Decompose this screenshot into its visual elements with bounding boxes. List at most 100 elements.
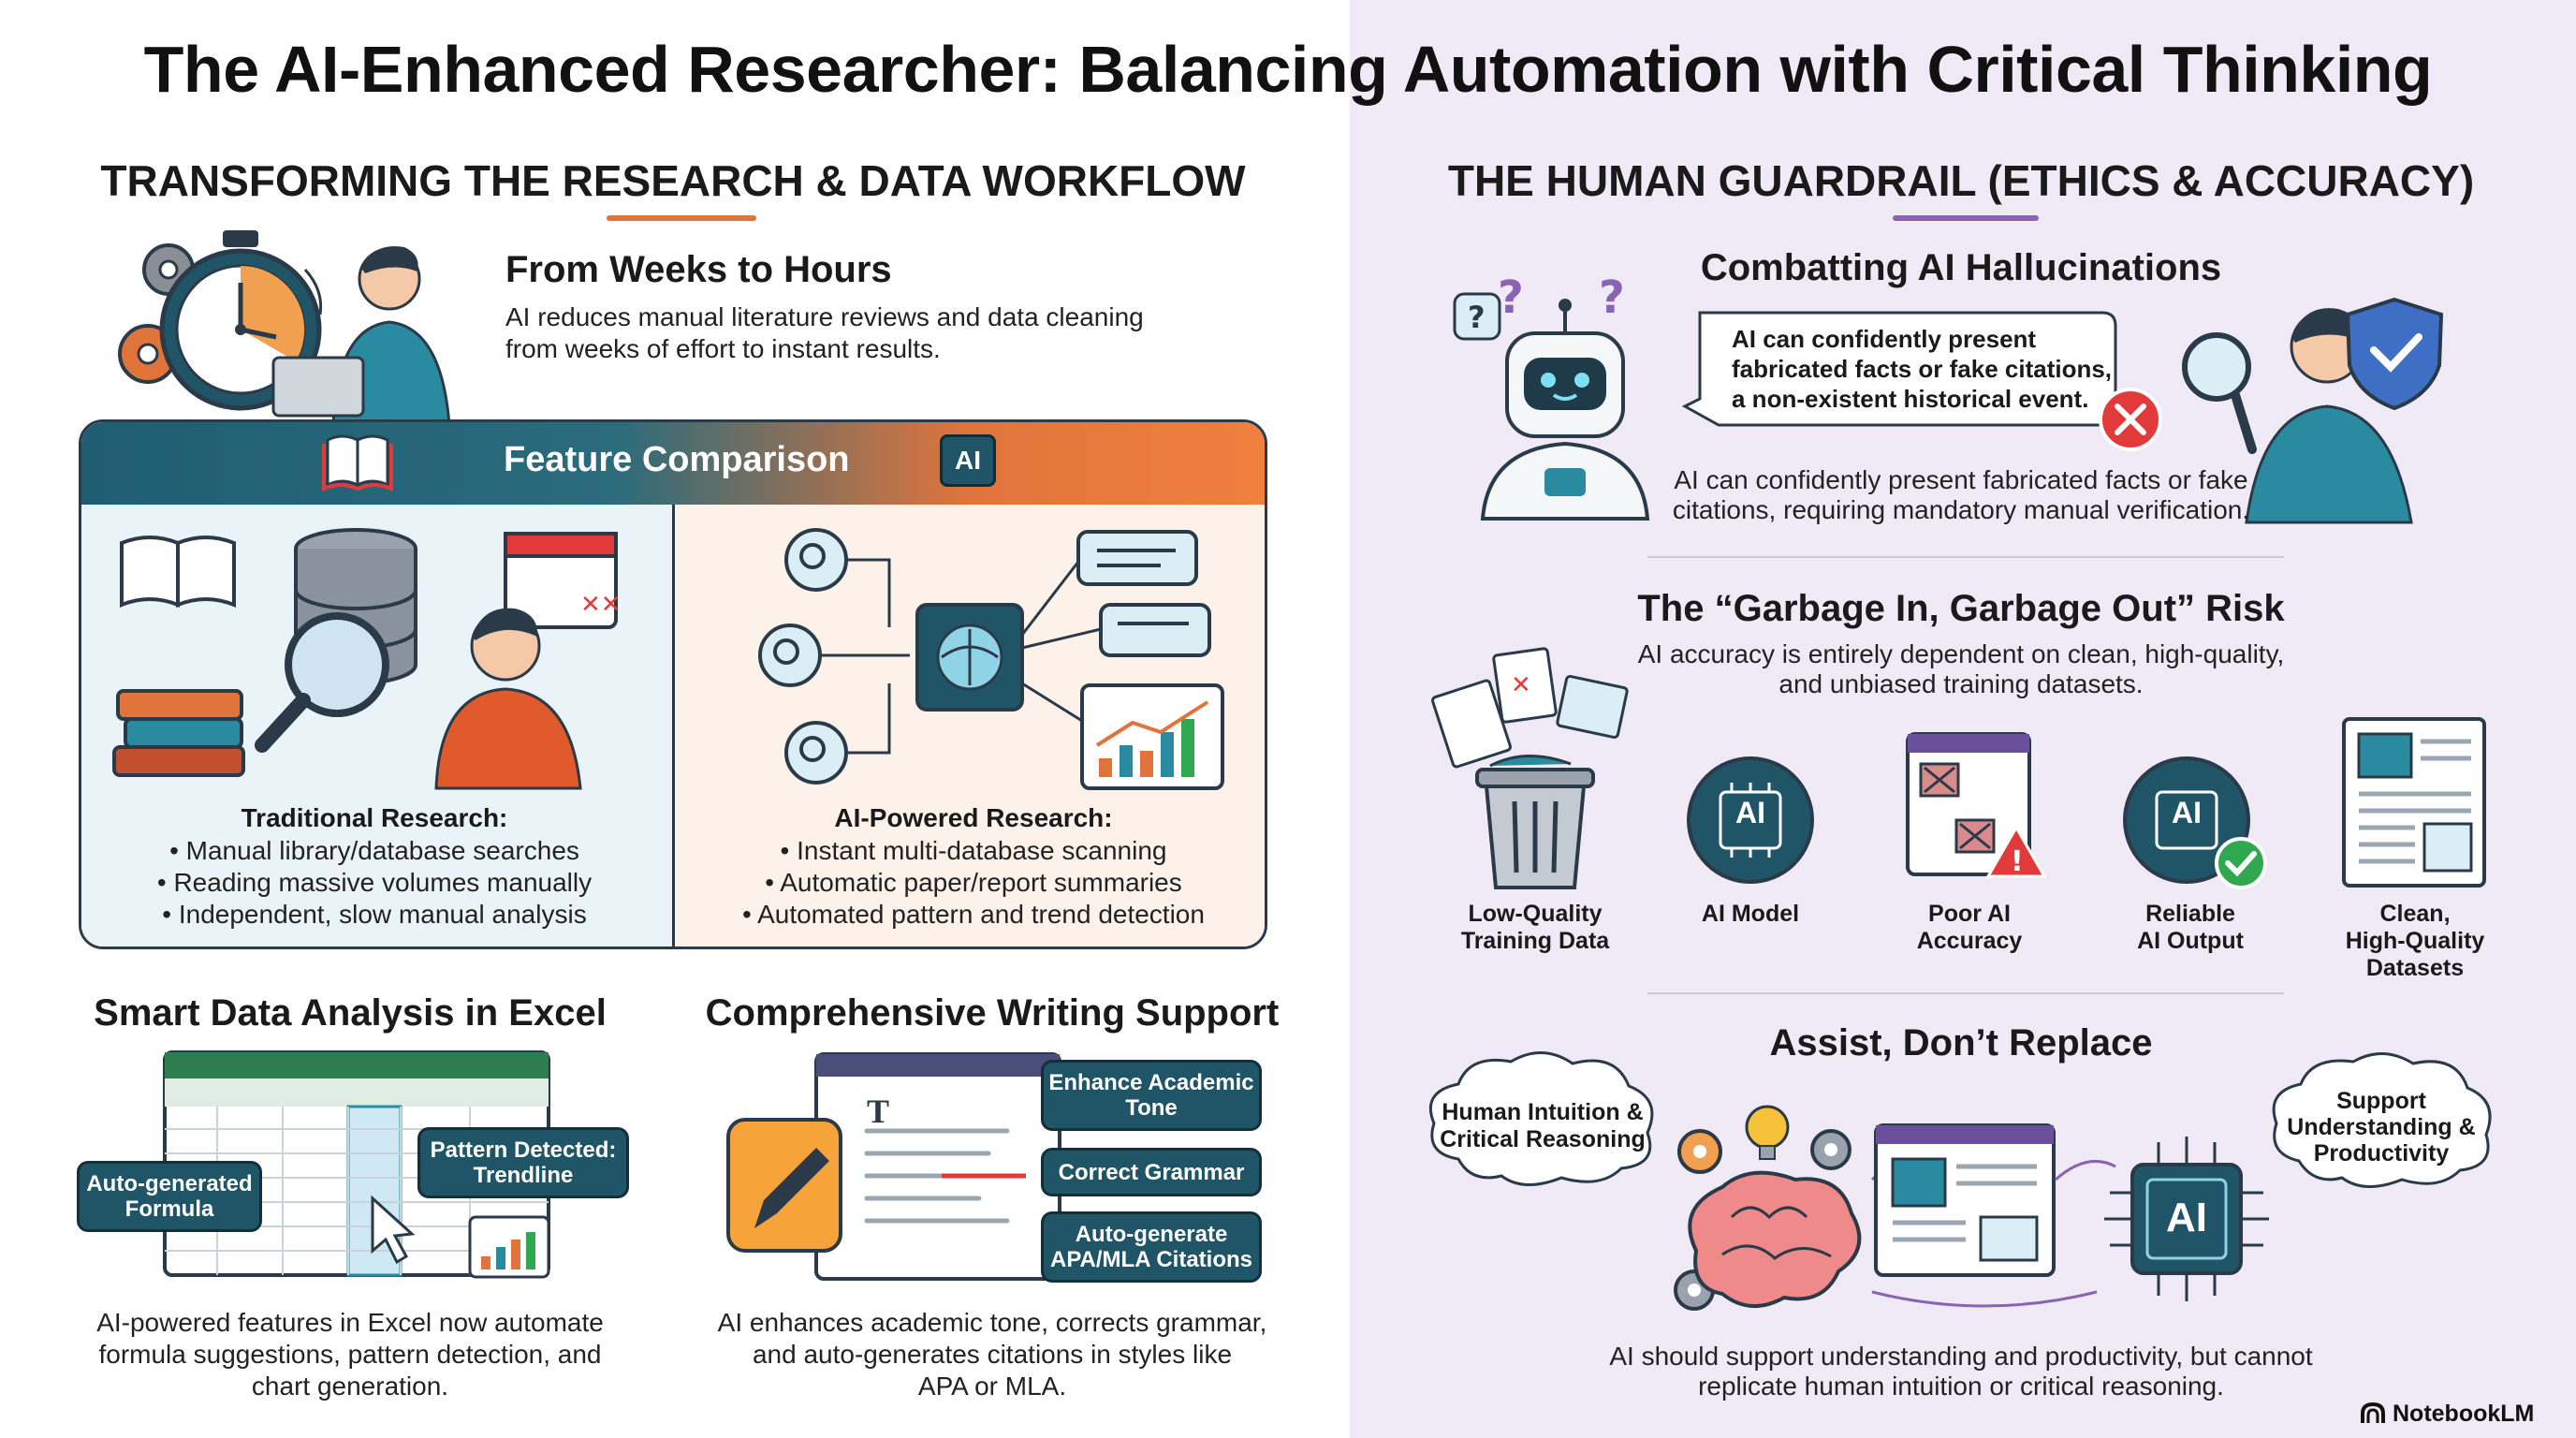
book-icon [322, 434, 393, 492]
step-label-low-quality: Low-Quality [1468, 901, 1603, 927]
writing-document-illustration [726, 1052, 1061, 1281]
step-label-clean: Datasets [2365, 955, 2465, 981]
cloud-left-line: Human Intuition & [1442, 1099, 1644, 1125]
magnifier-icon [2182, 332, 2257, 454]
poor-accuracy-icon: ! [1906, 732, 2047, 878]
document-screen-icon [1874, 1123, 2056, 1277]
assist-body-line: replicate human intuition or critical re… [1698, 1372, 2224, 1401]
step-label-reliable: Reliable [2145, 901, 2235, 927]
step-label-poor-accuracy: Accuracy [1916, 928, 2023, 954]
check-icon [2215, 837, 2267, 889]
book-stack-icon [112, 689, 245, 777]
traditional-item: • Manual library/database searches [169, 836, 579, 865]
chart-icon [468, 1215, 550, 1279]
garbage-body-line: AI accuracy is entirely dependent on cle… [1637, 639, 2285, 668]
document-icon [1431, 679, 1512, 769]
robot-icon [1480, 331, 1650, 521]
cloud-right-line: Productivity [2313, 1140, 2450, 1167]
auto-formula-callout: Auto-generated Formula [77, 1161, 262, 1232]
chat-bubble-icon [1076, 530, 1198, 586]
ai-model-icon [1687, 756, 1814, 884]
image-icon [1556, 674, 1629, 740]
search-icon [758, 624, 822, 687]
ai-powered-title: AI-Powered Research: [834, 803, 1113, 832]
writing-body-line: and auto-generates citations in styles l… [752, 1340, 1233, 1369]
question-mark-icon: ? [1599, 271, 1625, 324]
brand-label: NotebookLM [2393, 1401, 2535, 1427]
page-title: The AI-Enhanced Researcher: Balancing Au… [143, 33, 2433, 106]
document-letter: T [867, 1093, 890, 1130]
reliable-chip-label: AI [2172, 796, 2202, 829]
step-label-ai-model: AI Model [1701, 901, 1800, 927]
gear-icon [1677, 1129, 1722, 1174]
left-section-title: TRANSFORMING THE RESEARCH & DATA WORKFLO… [100, 156, 1246, 205]
ai-powered-item: • Automatic paper/report summaries [765, 868, 1182, 897]
cloud-left-line: Critical Reasoning [1440, 1126, 1646, 1152]
step-label-low-quality: Training Data [1460, 928, 1610, 954]
robot-illustration: ? ? ? [1453, 271, 1650, 521]
stopwatch-illustration [118, 230, 451, 427]
question-mark-icon: ? [1498, 271, 1524, 324]
divider [1647, 992, 2284, 994]
magnifier-icon [255, 612, 389, 753]
hallucinations-body-line: citations, requiring mandatory manual ve… [1672, 495, 2250, 524]
svg-text:!: ! [2011, 845, 2024, 878]
ai-research-illustration [758, 528, 1224, 790]
lightbulb-icon [1745, 1105, 1790, 1160]
writing-body-line: APA or MLA. [917, 1372, 1067, 1401]
traditional-item: • Reading massive volumes manually [156, 868, 593, 897]
warning-icon: ! [1985, 824, 2047, 878]
thought-cloud-right [2272, 1052, 2492, 1189]
thought-cloud-left [1428, 1051, 1654, 1187]
garbage-heading: The “Garbage In, Garbage Out” Risk [1637, 588, 2285, 629]
svg-text:✕: ✕ [1511, 671, 1531, 699]
assist-heading: Assist, Don’t Replace [1769, 1022, 2153, 1064]
correct-grammar-callout: Correct Grammar [1041, 1148, 1262, 1196]
step-label-poor-accuracy: Poor AI [1928, 901, 2011, 927]
question-bubble-icon [1453, 292, 1501, 341]
pen-icon [754, 1148, 829, 1228]
ai-powered-item: • Automated pattern and trend detection [742, 900, 1205, 929]
ai-chip-icon [2104, 1137, 2269, 1301]
search-icon [784, 721, 848, 785]
assist-ai-chip-label: AI [2166, 1195, 2207, 1240]
writing-heading: Comprehensive Writing Support [705, 992, 1280, 1034]
pattern-detected-callout: Pattern Detected: Trendline [417, 1127, 629, 1198]
weeks-body-line-2: from weeks of effort to instant results. [505, 334, 941, 363]
chat-bubble-icon [1099, 603, 1211, 657]
weeks-heading: From Weeks to Hours [505, 249, 892, 290]
cursor-icon [371, 1195, 416, 1265]
ai-chip-badge: AI [940, 434, 996, 487]
writing-body-line: AI enhances academic tone, corrects gram… [717, 1308, 1267, 1337]
shield-check-icon [2345, 297, 2444, 411]
garbage-body-line: and unbiased training datasets. [1778, 669, 2144, 698]
excel-body-line: chart generation. [251, 1372, 449, 1401]
stressed-person-icon [434, 608, 582, 790]
brain-icon [1688, 1170, 1862, 1309]
person-laptop-icon [271, 245, 451, 427]
assist-body-line: AI should support understanding and prod… [1609, 1342, 2313, 1371]
hallucination-bubble-line: a non-existent historical event. [1732, 385, 2089, 413]
ai-brain-chip-icon [915, 603, 1024, 712]
right-section-title: THE HUMAN GUARDRAIL (ETHICS & ACCURACY) [1447, 156, 2475, 205]
citations-callout: Auto-generate APA/MLA Citations [1041, 1211, 1262, 1283]
hallucination-speech-bubble [1681, 311, 2162, 451]
excel-body-line: AI-powered features in Excel now automat… [96, 1308, 604, 1337]
trend-chart-icon [1080, 683, 1224, 790]
weeks-body-line-1: AI reduces manual literature reviews and… [505, 302, 1144, 331]
error-x-icon [2099, 388, 2162, 451]
divider [1647, 556, 2284, 558]
ai-powered-item: • Instant multi-database scanning [780, 836, 1167, 865]
assist-illustration [1674, 1105, 2269, 1311]
trash-can-icon [1475, 755, 1595, 889]
document-icon: ✕ [1492, 647, 1558, 724]
hallucination-bubble-line: AI can confidently present [1732, 325, 2037, 353]
svg-text:?: ? [1468, 300, 1486, 335]
person-icon [2245, 308, 2413, 524]
svg-text:✕✕: ✕✕ [580, 591, 622, 619]
ai-model-chip-label: AI [1735, 796, 1765, 829]
gear-icon [1810, 1129, 1852, 1170]
search-icon [784, 528, 848, 592]
traditional-research-illustration: ✕✕ [112, 528, 622, 790]
hallucination-bubble-line: fabricated facts or fake citations, [1732, 355, 2113, 383]
